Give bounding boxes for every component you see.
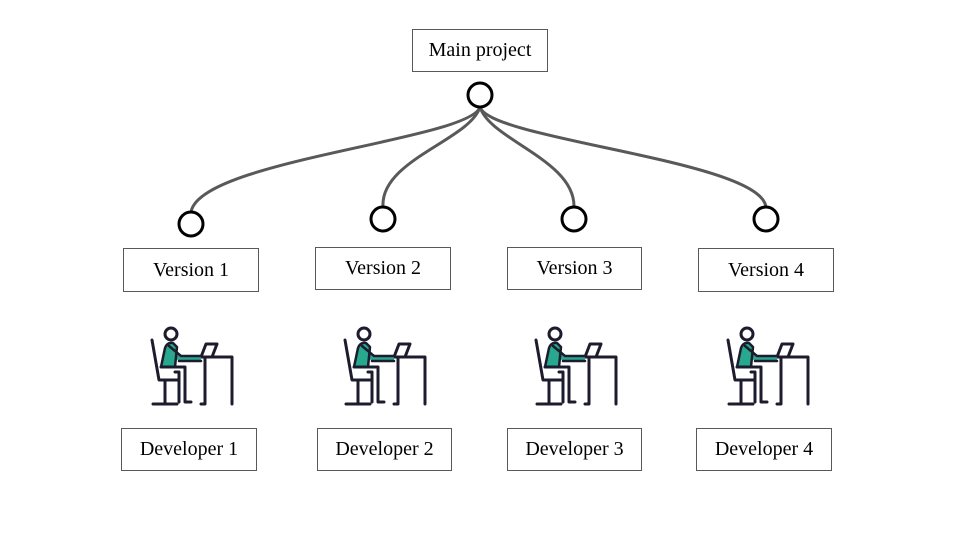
- version-4-box: Version 4: [698, 248, 834, 292]
- connector-to-version-3: [478, 106, 576, 208]
- version-3-box: Version 3: [507, 247, 642, 290]
- developer-3-box: Developer 3: [507, 428, 642, 471]
- developer-1-icon: [150, 326, 234, 406]
- version-2-node: [369, 205, 397, 233]
- developer-2-box: Developer 2: [317, 428, 452, 471]
- connector-to-version-2: [381, 106, 482, 208]
- developer-4-box: Developer 4: [696, 428, 832, 471]
- version-3-node: [560, 205, 588, 233]
- main-project-box: Main project: [412, 29, 548, 72]
- developer-1-box: Developer 1: [121, 428, 257, 471]
- connector-to-version-4: [478, 106, 768, 208]
- developer-2-icon: [343, 326, 427, 406]
- connector-to-version-1: [189, 106, 482, 213]
- developer-4-icon: [726, 326, 810, 406]
- main-node: [466, 81, 494, 109]
- version-2-box: Version 2: [315, 247, 451, 290]
- version-4-node: [752, 205, 780, 233]
- version-1-node: [177, 210, 205, 238]
- developer-3-icon: [534, 326, 618, 406]
- version-1-box: Version 1: [123, 248, 259, 292]
